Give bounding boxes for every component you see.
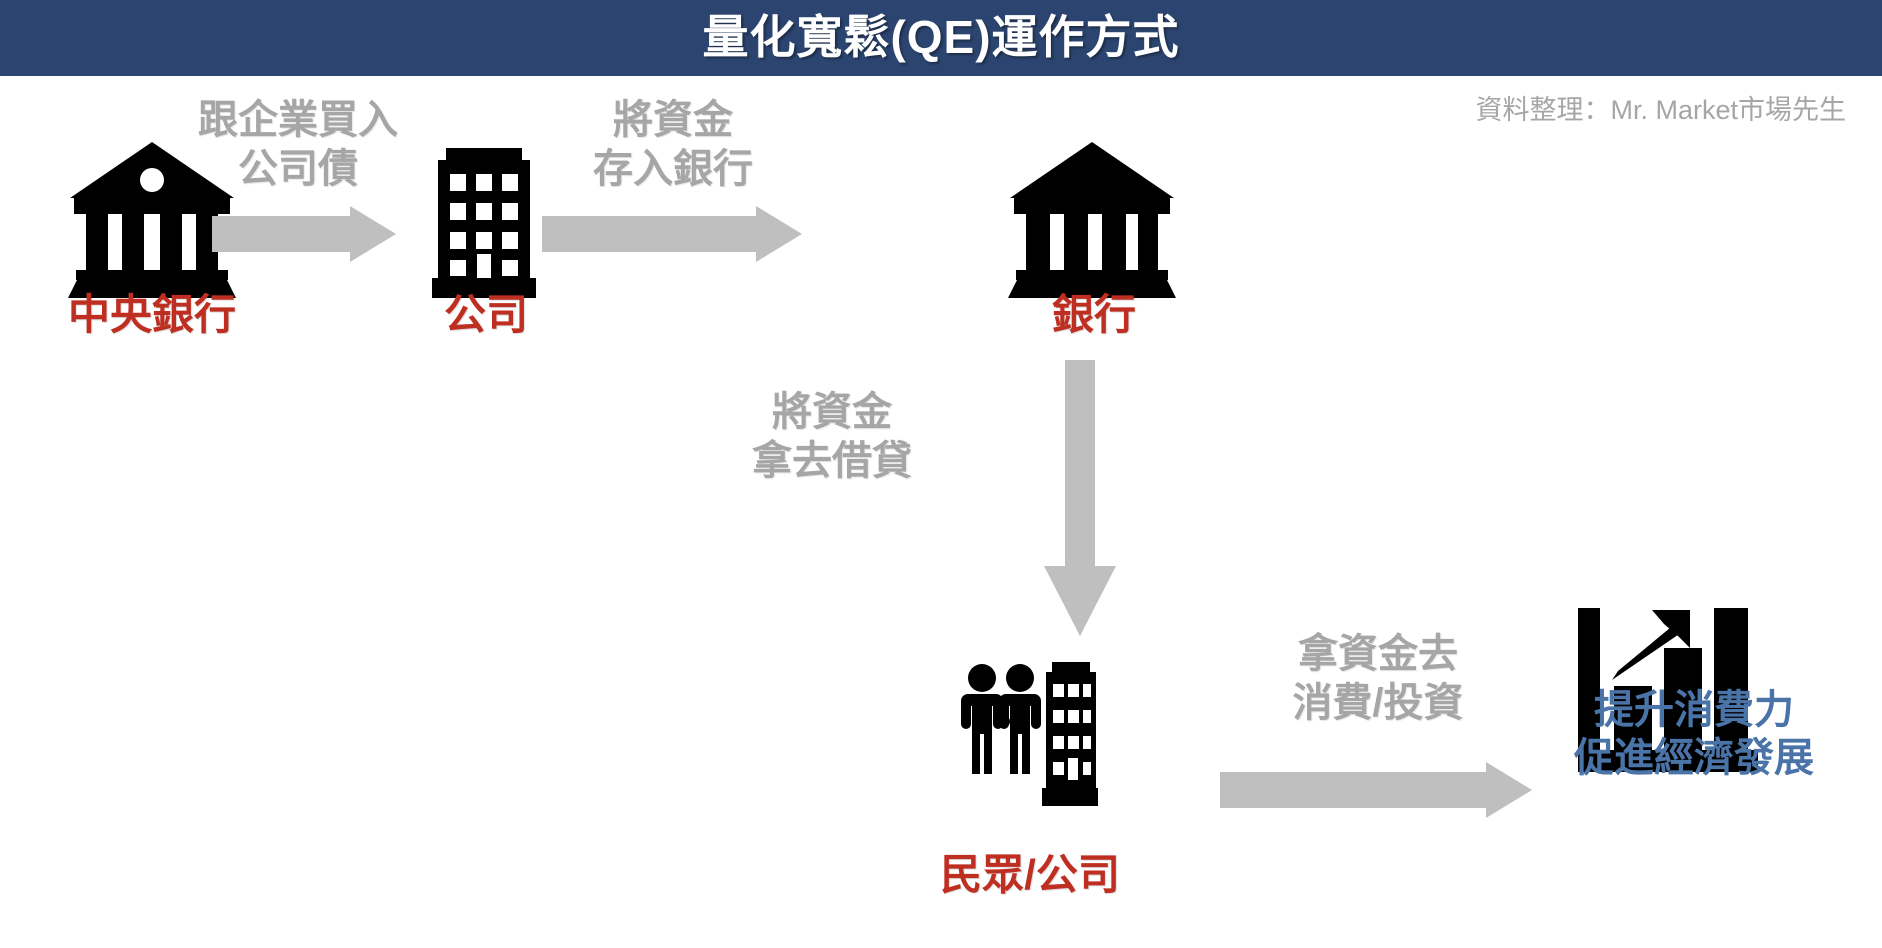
node-label-public-company: 民眾/公司: [940, 851, 1120, 898]
header-bar: [0, 0, 1882, 76]
bar-chart-growth-icon: [1578, 600, 1758, 772]
node-label-growth: 提升消費力 促進經濟發展: [1574, 688, 1814, 780]
flow-arrow-2: [542, 206, 802, 262]
node-label-central-bank: 中央銀行: [67, 291, 236, 338]
office-building-icon: [432, 148, 536, 298]
page-title: 量化寬鬆(QE)運作方式: [702, 11, 1180, 63]
flow-label-4: 拿資金去 消費/投資: [1292, 632, 1464, 725]
bank-classical-icon: [68, 140, 236, 300]
flow-label-2: 將資金 存入銀行: [593, 98, 753, 191]
node-label-bank: 銀行: [1051, 291, 1136, 338]
flow-label-1: 跟企業買入 公司債: [198, 98, 398, 191]
people-and-building-icon: [958, 660, 1098, 808]
flow-arrow-1: [212, 206, 396, 262]
node-label-company: 公司: [443, 291, 528, 338]
flow-arrow-3: [1044, 360, 1116, 636]
bank-classical-icon: [1008, 140, 1176, 300]
credit-attribution: 資料整理：Mr. Market市場先生: [1475, 95, 1846, 125]
flow-arrow-4: [1220, 762, 1532, 818]
flow-label-3: 將資金 拿去借貸: [752, 390, 912, 483]
